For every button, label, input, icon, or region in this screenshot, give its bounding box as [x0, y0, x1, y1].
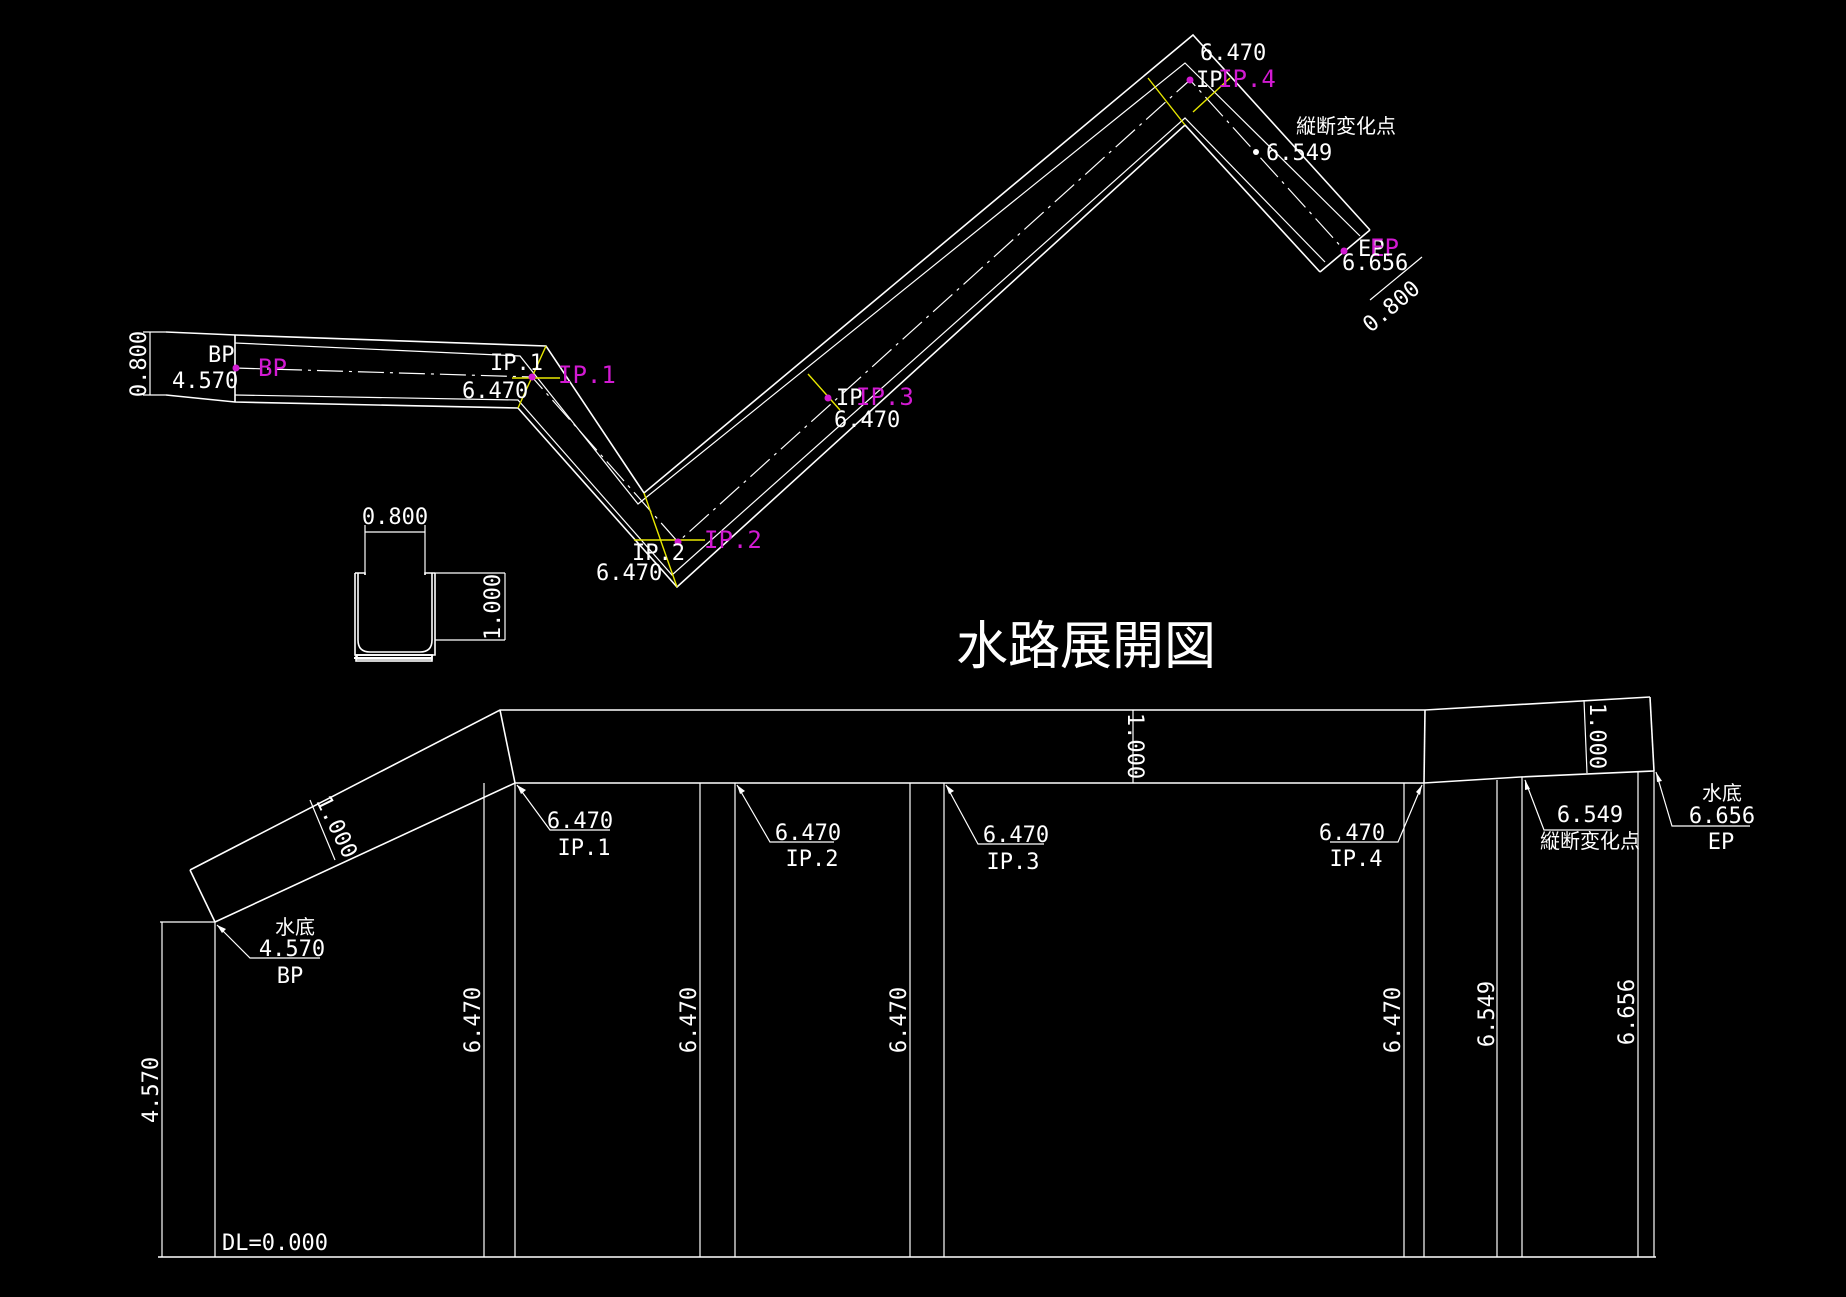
- plan-ip1-elev: 6.470: [462, 379, 528, 404]
- profile-ip1-elev: 6.470: [547, 809, 613, 834]
- profile-view: 1.000 1.000 1.000 DL=0.000 4.570 水底 4.57…: [139, 696, 1755, 1258]
- profile-ip2-height: 6.470: [677, 987, 702, 1053]
- profile-depth-dim-3: [1583, 699, 1588, 774]
- plan-wall-inner-upper: [234, 62, 1361, 505]
- profile-ep-name: EP: [1708, 830, 1735, 855]
- plan-view: 0.800 0.800 BP 4.570 BP IP.1 6.470 IP.1 …: [127, 33, 1425, 589]
- profile-ip4-name: IP.4: [1330, 847, 1383, 872]
- section-right-lip: [424, 572, 435, 575]
- plan-width-left-label: 0.800: [127, 331, 152, 397]
- plan-ip2-point: [674, 538, 682, 546]
- section-body-inner: [357, 573, 433, 653]
- section-height-label: 1.000: [481, 574, 506, 640]
- profile-bp-elev: 4.570: [259, 937, 325, 962]
- plan-wall-lower: [165, 123, 1321, 589]
- profile-ep-title: 水底: [1702, 781, 1742, 805]
- plan-bp-label: BP: [208, 343, 235, 368]
- plan-ip4-point: [1186, 76, 1194, 84]
- profile-depth-dim-1: [309, 799, 336, 861]
- profile-ip2-name: IP.2: [786, 847, 839, 872]
- plan-wall-upper: [165, 33, 1371, 495]
- plan-ip2-label: IP.2: [632, 541, 685, 566]
- profile-change-height: 6.549: [1475, 981, 1500, 1047]
- plan-change-elev: 6.549: [1266, 141, 1332, 166]
- plan-bp-marker: BP: [258, 354, 287, 382]
- plan-change-label: 縦断変化点: [1296, 114, 1396, 138]
- drawing-title: 水路展開図: [956, 617, 1216, 677]
- plan-ip3-joint: [807, 373, 841, 411]
- profile-ip1-height: 6.470: [461, 987, 486, 1053]
- profile-change-elev: 6.549: [1557, 803, 1623, 828]
- plan-ip2-joint2: [643, 492, 678, 588]
- plan-ep-label: EP: [1358, 237, 1385, 262]
- section-left-lip: [355, 572, 366, 575]
- profile-ip3-name: IP.3: [987, 850, 1040, 875]
- plan-change-point: [1253, 149, 1259, 155]
- plan-ip1-point: [528, 373, 536, 381]
- profile-start-cap: [189, 869, 216, 923]
- profile-ip3-height: 6.470: [887, 987, 912, 1053]
- profile-ip1-name: IP.1: [558, 836, 611, 861]
- plan-ip2-elev: 6.470: [596, 561, 662, 586]
- profile-end-cap: [1649, 696, 1655, 772]
- profile-ep-height: 6.656: [1615, 979, 1640, 1045]
- plan-ep-marker: EP: [1370, 234, 1399, 262]
- plan-ip4-joint: [1147, 77, 1186, 126]
- plan-wall-inner-lower: [234, 117, 1326, 576]
- profile-change-leader: [1524, 779, 1612, 831]
- plan-ip1-marker: IP.1: [558, 361, 616, 389]
- plan-ip4-marker: IP.4: [1218, 65, 1276, 93]
- profile-ip1-leader: [516, 784, 610, 831]
- profile-depth-label-3: 1.000: [1584, 703, 1609, 769]
- section-base-line: [354, 657, 432, 659]
- plan-ip3-label: IP: [836, 386, 863, 411]
- profile-ip2-elev: 6.470: [775, 821, 841, 846]
- profile-datum-label: DL=0.000: [222, 1231, 328, 1256]
- profile-top-wall: [189, 696, 1651, 871]
- profile-change-name: 縦断変化点: [1540, 829, 1640, 853]
- plan-bp-elev: 4.570: [172, 369, 238, 394]
- profile-ip2-leader: [736, 784, 834, 843]
- plan-ip3-marker: IP.3: [856, 383, 914, 411]
- profile-bp-name: BP: [277, 964, 304, 989]
- profile-ep-elev: 6.656: [1689, 804, 1755, 829]
- section-width-label: 0.800: [362, 505, 428, 530]
- plan-width-right-dim: [1369, 256, 1423, 301]
- plan-bp-point: [232, 364, 240, 372]
- plan-ip3-elev: 6.470: [834, 408, 900, 433]
- section-body-outer: [354, 573, 436, 656]
- profile-bp-height: 4.570: [139, 1057, 164, 1123]
- plan-ip4-label: IP: [1196, 68, 1223, 93]
- profile-bp-leader: [216, 924, 320, 959]
- plan-ip4-joint2: [1192, 77, 1231, 113]
- plan-ep-point: [1340, 247, 1348, 255]
- profile-bp-title: 水底: [275, 915, 315, 939]
- plan-ip4-elev: 6.470: [1200, 41, 1266, 66]
- plan-ep-elev: 6.656: [1342, 251, 1408, 276]
- profile-ip3-elev: 6.470: [983, 823, 1049, 848]
- plan-ip1-label: IP.1: [490, 351, 543, 376]
- profile-ip3-leader: [945, 784, 1044, 845]
- profile-bed-line: [214, 770, 1655, 923]
- plan-width-right-label: 0.800: [1358, 276, 1425, 338]
- profile-ip4-joint: [1423, 709, 1426, 784]
- cross-section: 0.800 1.000: [354, 505, 506, 662]
- plan-ip3-point: [824, 394, 832, 402]
- profile-ip4-elev: 6.470: [1319, 821, 1385, 846]
- profile-arrowheads: [217, 772, 1662, 933]
- profile-ip4-leader: [1330, 784, 1423, 843]
- profile-ep-leader: [1655, 771, 1750, 827]
- plan-ip2-marker: IP.2: [704, 526, 762, 554]
- profile-ip4-height: 6.470: [1381, 987, 1406, 1053]
- profile-ip1-joint: [499, 709, 516, 784]
- plan-centerline: [234, 79, 1346, 543]
- profile-depth-label-1: 1.000: [310, 792, 362, 862]
- profile-depth-label-2: 1.000: [1122, 713, 1147, 779]
